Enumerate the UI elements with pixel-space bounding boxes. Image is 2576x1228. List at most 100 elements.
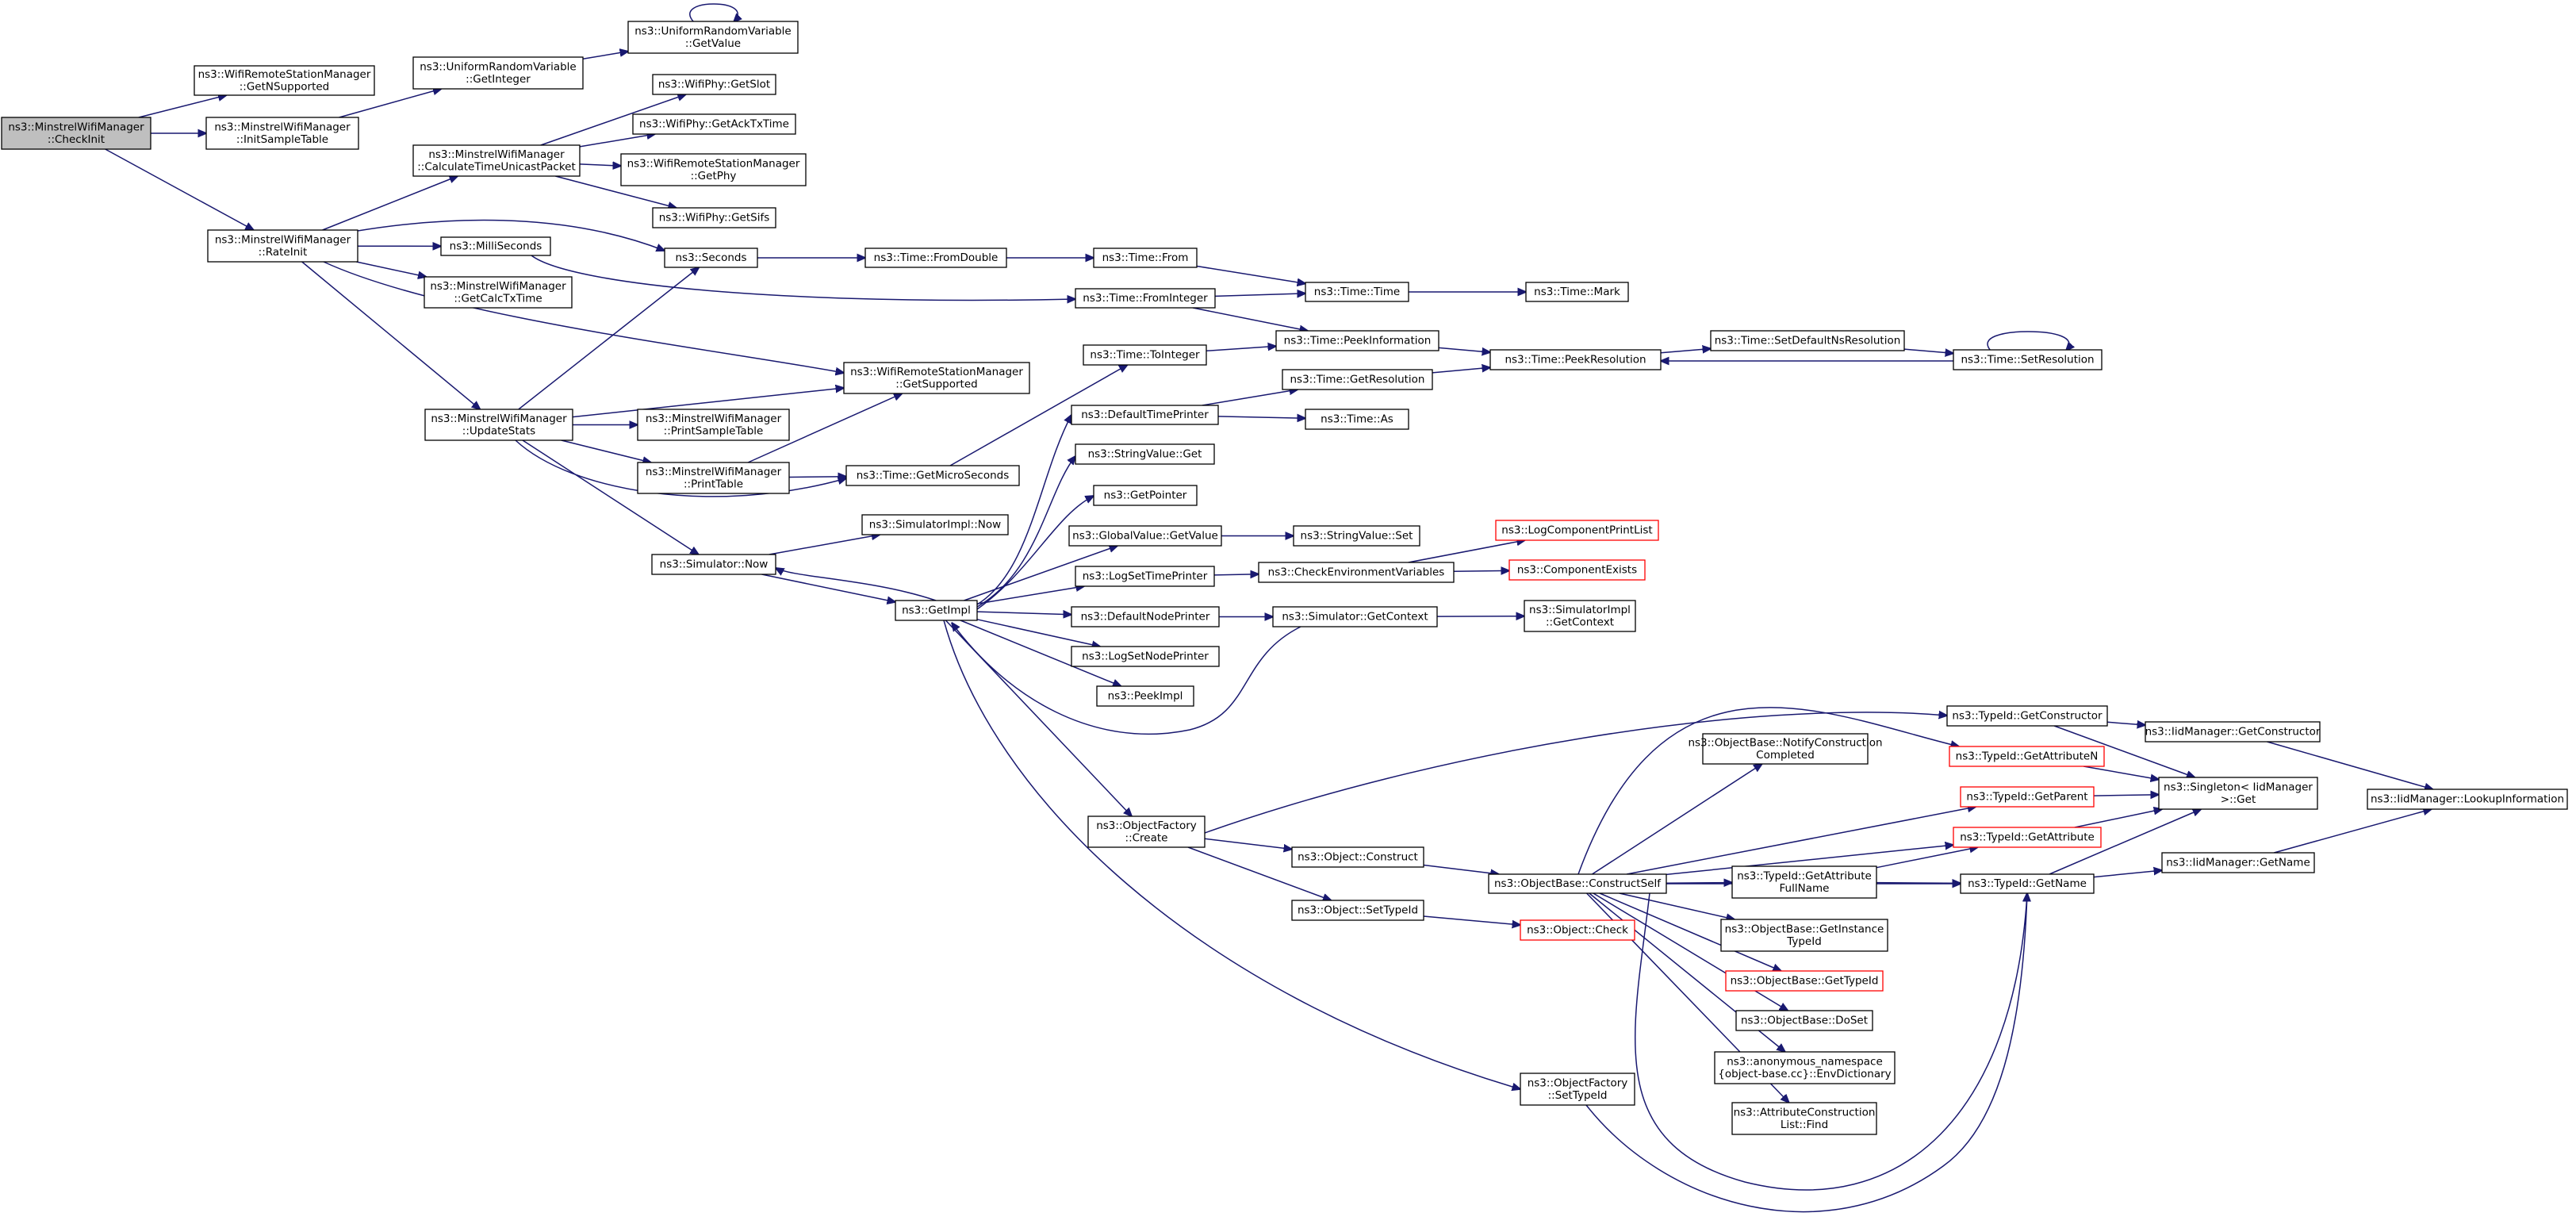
node-milliseconds[interactable]: ns3::MilliSeconds <box>440 236 551 256</box>
node-globalvalue_getvalue[interactable]: ns3::GlobalValue::GetValue <box>1068 525 1222 547</box>
node-iid_lookupinfo[interactable]: ns3::IidManager::LookupInformation <box>2367 789 2568 810</box>
edge-constructself-to-objectbase_gettypeid <box>1599 892 1781 971</box>
node-box-initsampletable <box>205 117 359 150</box>
node-box-rateinit <box>207 229 358 263</box>
node-simimpl_getcontext[interactable]: ns3::SimulatorImpl::GetContext <box>1524 600 1636 632</box>
node-getsifs[interactable]: ns3::WifiPhy::GetSifs <box>652 207 776 228</box>
node-time_mark[interactable]: ns3::Time::Mark <box>1525 282 1629 302</box>
node-updatestats[interactable]: ns3::MinstrelWifiManager::UpdateStats <box>424 409 573 441</box>
node-getimpl[interactable]: ns3::GetImpl <box>895 600 978 621</box>
node-peekresolution[interactable]: ns3::Time::PeekResolution <box>1489 349 1662 370</box>
node-label-objectfactory_settypeid-0: ns3::ObjectFactory <box>1528 1076 1628 1089</box>
node-typeid_getparent[interactable]: ns3::TypeId::GetParent <box>1960 786 2095 808</box>
node-time_time[interactable]: ns3::Time::Time <box>1305 282 1409 302</box>
node-box-stringvalue_set <box>1293 525 1420 547</box>
node-getslot[interactable]: ns3::WifiPhy::GetSlot <box>652 74 776 95</box>
node-typeid_getconstructor[interactable]: ns3::TypeId::GetConstructor <box>1946 705 2108 727</box>
node-peekimpl[interactable]: ns3::PeekImpl <box>1096 685 1194 707</box>
node-checkinit[interactable]: ns3::MinstrelWifiManager::CheckInit <box>1 117 151 150</box>
node-stringvalue_get[interactable]: ns3::StringValue::Get <box>1075 443 1215 465</box>
node-box-frominteger <box>1075 288 1216 309</box>
node-frominteger[interactable]: ns3::Time::FromInteger <box>1075 288 1216 309</box>
node-singleton_get[interactable]: ns3::Singleton< IidManager >::Get <box>2158 777 2318 810</box>
node-box-object_construct <box>1291 846 1424 868</box>
node-typeid_getname[interactable]: ns3::TypeId::GetName <box>1960 873 2095 894</box>
node-logcomponentprintlist[interactable]: ns3::LogComponentPrintList <box>1495 520 1659 541</box>
node-iid_getconstructor[interactable]: ns3::IidManager::GetConstructor <box>2145 721 2321 743</box>
node-time_as[interactable]: ns3::Time::As <box>1305 409 1409 430</box>
node-logsetnodeprinter[interactable]: ns3::LogSetNodePrinter <box>1071 646 1220 667</box>
node-getnsupported[interactable]: ns3::WifiRemoteStationManager::GetNSuppo… <box>194 65 375 96</box>
edge-constructself-to-getinstancetypeid <box>1619 892 1735 919</box>
node-printsampletable[interactable]: ns3::MinstrelWifiManager::PrintSampleTab… <box>637 409 790 441</box>
node-getattributen[interactable]: ns3::TypeId::GetAttributeN <box>1949 746 2105 767</box>
node-notifyconstruction[interactable]: ns3::ObjectBase::NotifyConstructionCompl… <box>1688 733 1883 765</box>
node-objectbase_gettypeid[interactable]: ns3::ObjectBase::GetTypeId <box>1725 970 1884 992</box>
node-box-objectbase_doset <box>1735 1010 1873 1031</box>
node-checkenvvars[interactable]: ns3::CheckEnvironmentVariables <box>1258 562 1455 583</box>
node-simimpl_now[interactable]: ns3::SimulatorImpl::Now <box>861 514 1009 535</box>
node-getphy[interactable]: ns3::WifiRemoteStationManager::GetPhy <box>620 153 807 186</box>
node-toInteger[interactable]: ns3::Time::ToInteger <box>1083 344 1207 366</box>
node-object_settypeid[interactable]: ns3::Object::SetTypeId <box>1291 900 1424 921</box>
node-objectbase_doset[interactable]: ns3::ObjectBase::DoSet <box>1735 1010 1873 1031</box>
node-envdictionary[interactable]: ns3::anonymous_namespace{object-base.cc}… <box>1714 1051 1896 1084</box>
node-box-simimpl_now <box>861 514 1009 535</box>
node-getresolution[interactable]: ns3::Time::GetResolution <box>1282 369 1433 390</box>
edge-typeid_getname-to-iid_getname <box>2093 870 2162 878</box>
node-time_from[interactable]: ns3::Time::From <box>1093 248 1198 268</box>
node-iid_getname[interactable]: ns3::IidManager::GetName <box>2161 852 2315 873</box>
node-object_check[interactable]: ns3::Object::Check <box>1520 919 1635 941</box>
node-label-time_mark-0: ns3::Time::Mark <box>1534 286 1620 298</box>
node-box-setdefaultns <box>1710 330 1905 351</box>
node-printtable[interactable]: ns3::MinstrelWifiManager::PrintTable <box>637 462 790 494</box>
node-getsupported[interactable]: ns3::WifiRemoteStationManager::GetSuppor… <box>843 362 1030 394</box>
edge-checkinit-to-rateinit <box>105 148 254 230</box>
node-defaultnodeprinter[interactable]: ns3::DefaultNodePrinter <box>1071 606 1220 627</box>
node-urv_getvalue[interactable]: ns3::UniformRandomVariable::GetValue <box>627 21 799 54</box>
edge-updatestats-to-seconds <box>518 267 700 410</box>
node-sim_now[interactable]: ns3::Simulator::Now <box>651 554 776 575</box>
edge-objectfactory_create-to-typeid_getconstructor <box>1204 712 1947 834</box>
edge-frominteger-to-time_time <box>1214 294 1305 297</box>
node-label-simimpl_getcontext-1: ::GetContext <box>1546 616 1614 628</box>
node-label-getsupported-1: ::GetSupported <box>895 378 977 390</box>
edge-defaulttimeprinter-to-getresolution <box>1202 390 1298 406</box>
node-box-getsifs <box>652 207 776 228</box>
node-getmicroseconds[interactable]: ns3::Time::GetMicroSeconds <box>845 465 1020 486</box>
node-label-initsampletable-0: ns3::MinstrelWifiManager <box>214 121 351 133</box>
node-constructself[interactable]: ns3::ObjectBase::ConstructSelf <box>1488 873 1667 894</box>
edge-getimpl-to-defaultnodeprinter <box>976 612 1071 615</box>
node-objectfactory_settypeid[interactable]: ns3::ObjectFactory::SetTypeId <box>1520 1073 1635 1106</box>
node-box-typeid_getparent <box>1960 786 2095 808</box>
node-objectfactory_create[interactable]: ns3::ObjectFactory::Create <box>1087 815 1206 848</box>
node-peekinformation[interactable]: ns3::Time::PeekInformation <box>1275 330 1439 351</box>
edge-logsettimeprinter-to-checkenvvars <box>1213 574 1259 575</box>
node-stringvalue_set[interactable]: ns3::StringValue::Set <box>1293 525 1420 547</box>
node-calctimeunicast[interactable]: ns3::MinstrelWifiManager::CalculateTimeU… <box>412 144 581 177</box>
node-seconds[interactable]: ns3::Seconds <box>664 248 758 268</box>
node-defaulttimeprinter[interactable]: ns3::DefaultTimePrinter <box>1071 405 1219 425</box>
node-sim_getcontext[interactable]: ns3::Simulator::GetContext <box>1272 606 1438 627</box>
node-rateinit[interactable]: ns3::MinstrelWifiManager::RateInit <box>207 229 358 263</box>
node-setdefaultns[interactable]: ns3::Time::SetDefaultNsResolution <box>1710 330 1905 351</box>
node-setresolution[interactable]: ns3::Time::SetResolution <box>1953 349 2103 370</box>
node-getacktxtime[interactable]: ns3::WifiPhy::GetAckTxTime <box>632 113 796 135</box>
node-getcalctxtime[interactable]: ns3::MinstrelWifiManager::GetCalcTxTime <box>424 276 573 309</box>
edge-objectfactory_settypeid-to-typeid_getname <box>1585 893 2027 1213</box>
node-urv_getinteger[interactable]: ns3::UniformRandomVariable::GetInteger <box>412 56 584 90</box>
node-getpointer[interactable]: ns3::GetPointer <box>1093 485 1198 506</box>
node-label-setdefaultns-0: ns3::Time::SetDefaultNsResolution <box>1715 335 1901 347</box>
node-logsettimeprinter[interactable]: ns3::LogSetTimePrinter <box>1075 566 1215 587</box>
node-componentexists[interactable]: ns3::ComponentExists <box>1508 559 1646 581</box>
node-initsampletable[interactable]: ns3::MinstrelWifiManager::InitSampleTabl… <box>205 117 359 150</box>
node-box-objectfactory_settypeid <box>1520 1073 1635 1106</box>
node-object_construct[interactable]: ns3::Object::Construct <box>1291 846 1424 868</box>
node-label-getnsupported-0: ns3::WifiRemoteStationManager <box>198 68 371 81</box>
node-fromdouble[interactable]: ns3::Time::FromDouble <box>864 248 1007 268</box>
node-typeid_getattribute[interactable]: ns3::TypeId::GetAttribute <box>1953 827 2102 848</box>
edge-checkenvvars-to-componentexists <box>1453 570 1509 571</box>
